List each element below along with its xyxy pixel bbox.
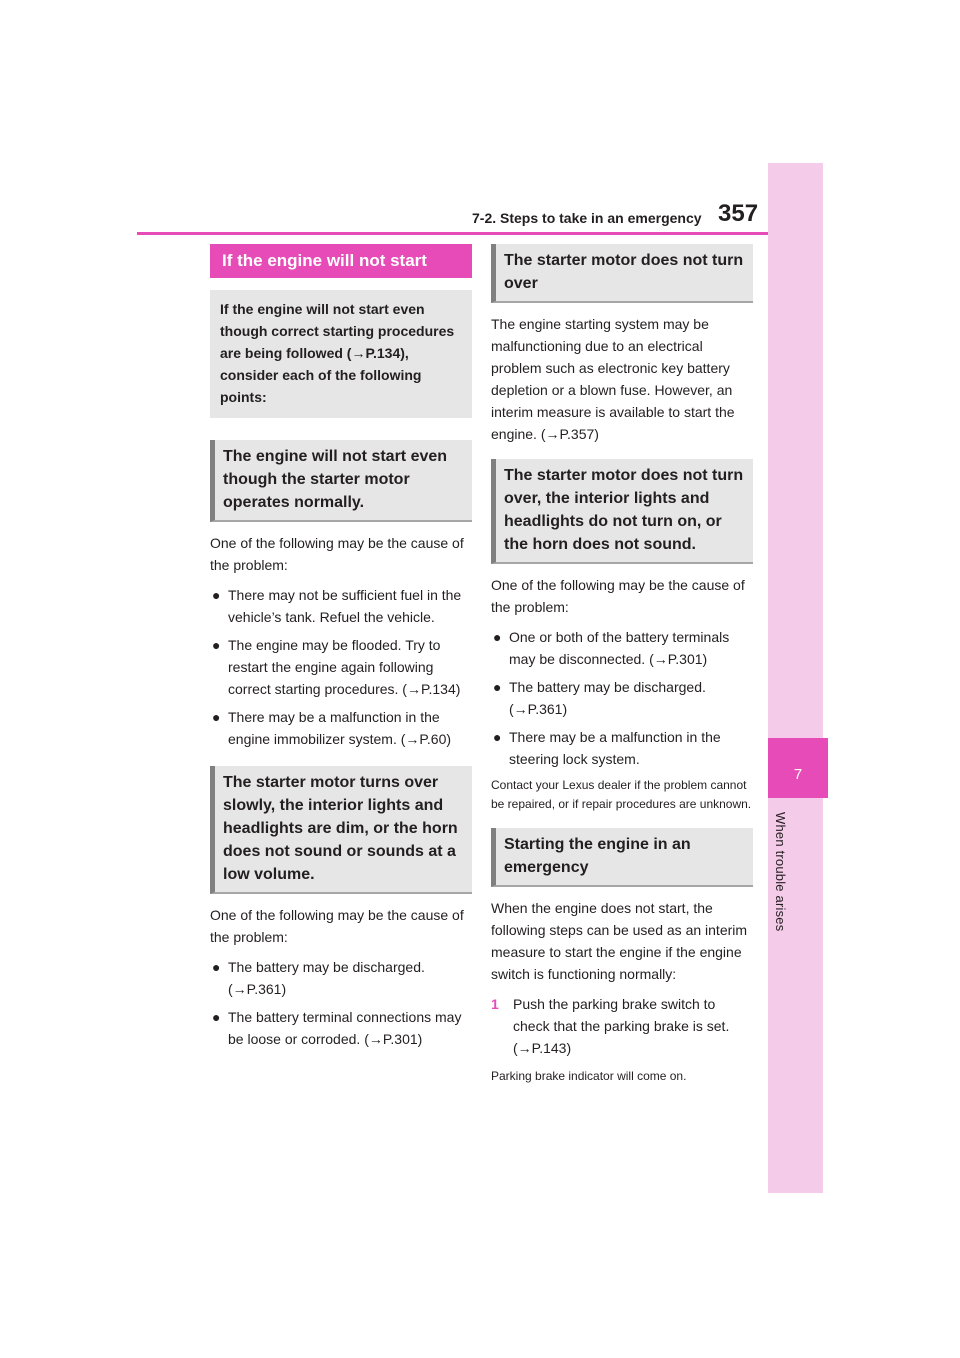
cause-list: ●The battery may be discharged. (→P.361)…: [210, 956, 472, 1050]
indicator-note: Parking brake indicator will come on.: [491, 1069, 687, 1083]
left-column: If the engine will not start If the engi…: [210, 244, 472, 1066]
procedure-step: 1 Push the parking brake switch to check…: [491, 993, 753, 1059]
bullet-icon: ●: [212, 1009, 221, 1025]
cause-lead: One of the following may be the cause of…: [491, 577, 745, 615]
section-header: 7-2. Steps to take in an emergency: [472, 210, 702, 226]
step-text: Push the parking brake switch to check t…: [513, 996, 730, 1056]
cause-lead: One of the following may be the cause of…: [210, 907, 464, 945]
sub-heading-no-lights: The starter motor does not turn over, th…: [491, 459, 753, 564]
bullet-icon: ●: [493, 729, 502, 745]
page-number: 357: [718, 200, 759, 227]
cause-list: ●There may not be sufficient fuel in the…: [210, 584, 472, 750]
bullet-icon: ●: [493, 679, 502, 695]
bullet-icon: ●: [212, 959, 221, 975]
chapter-number: 7: [793, 766, 803, 783]
right-column: The starter motor does not turn over The…: [491, 244, 753, 1100]
bullet-icon: ●: [493, 629, 502, 645]
sub-heading-starter-slow: The starter motor turns over slowly, the…: [210, 766, 472, 894]
main-heading: If the engine will not start: [210, 244, 472, 278]
cause-lead: One of the following may be the cause of…: [210, 535, 464, 573]
bullet-icon: ●: [212, 587, 221, 603]
header-rule: [137, 232, 768, 235]
sub-heading-starter-normal: The engine will not start even though th…: [210, 440, 472, 522]
chapter-tab-active[interactable]: [768, 738, 828, 798]
list-item: ●There may be a malfunction in the steer…: [491, 726, 753, 770]
dealer-note: Contact your Lexus dealer if the problem…: [491, 778, 752, 811]
list-item: ●One or both of the battery terminals ma…: [491, 626, 753, 670]
body-paragraph: The engine starting system may be malfun…: [491, 316, 735, 442]
bullet-icon: ●: [212, 637, 221, 653]
cause-list: ●One or both of the battery terminals ma…: [491, 626, 753, 770]
list-item: ●The engine may be flooded. Try to resta…: [210, 634, 472, 700]
chapter-label: When trouble arises: [773, 812, 788, 932]
list-item: ●There may not be sufficient fuel in the…: [210, 584, 472, 628]
bullet-icon: ●: [212, 709, 221, 725]
list-item: ●The battery may be discharged. (→P.361): [210, 956, 472, 1000]
intro-box: If the engine will not start even though…: [210, 290, 472, 418]
sub-heading-starter-no-turn: The starter motor does not turn over: [491, 244, 753, 303]
sub-heading-emergency-start: Starting the engine in an emergency: [491, 828, 753, 887]
list-item: ●There may be a malfunction in the engin…: [210, 706, 472, 750]
chapter-side-tab: [768, 163, 823, 1193]
body-paragraph: When the engine does not start, the foll…: [491, 900, 748, 982]
list-item: ●The battery may be discharged. (→P.361): [491, 676, 753, 720]
list-item: ●The battery terminal connections may be…: [210, 1006, 472, 1050]
step-number: 1: [491, 996, 499, 1012]
